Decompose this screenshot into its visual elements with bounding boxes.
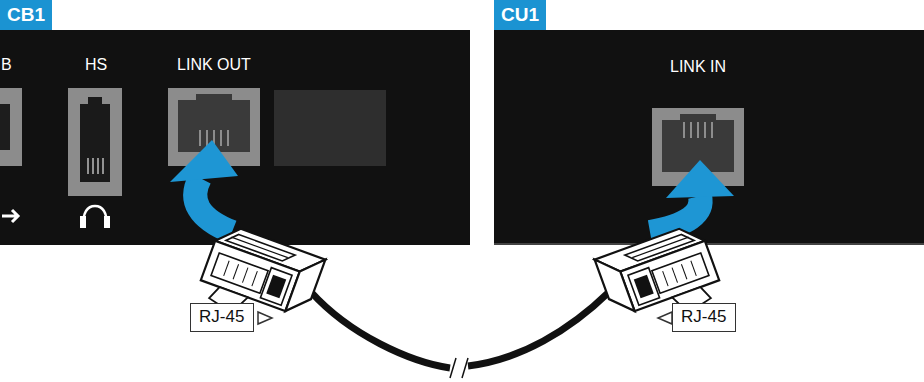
port-name: LINK IN <box>668 58 728 76</box>
rj45-plug <box>194 222 325 337</box>
tag-cb1 <box>0 0 52 30</box>
rj45-plug <box>595 222 726 337</box>
connector-type: RJ-45 <box>681 308 727 327</box>
insert-arrow <box>195 178 232 232</box>
cb1-panel <box>0 30 470 245</box>
hs-port <box>68 88 122 196</box>
device-tag: CU1 <box>494 5 546 26</box>
blank-cover <box>274 90 386 166</box>
device-panel: CB1HS LINK OUT <box>0 0 470 245</box>
connector-type: RJ-45 <box>199 308 245 327</box>
cable <box>468 292 609 366</box>
cu1-panel <box>494 30 924 245</box>
connector-label: RJ-45 <box>672 303 736 332</box>
cable <box>311 292 450 368</box>
port-name: B <box>1 56 12 74</box>
device-tag: CB1 <box>0 5 52 26</box>
insert-arrow <box>650 196 701 232</box>
usb-icon <box>2 210 18 222</box>
device-panel: CU1LINK IN <box>494 0 924 245</box>
port-name: HS <box>70 56 122 74</box>
headphone-icon <box>83 206 107 226</box>
connector-label: RJ-45 <box>190 303 254 332</box>
usb-port <box>0 88 22 166</box>
port-name: LINK OUT <box>154 56 274 74</box>
tag-cu1 <box>494 0 546 30</box>
